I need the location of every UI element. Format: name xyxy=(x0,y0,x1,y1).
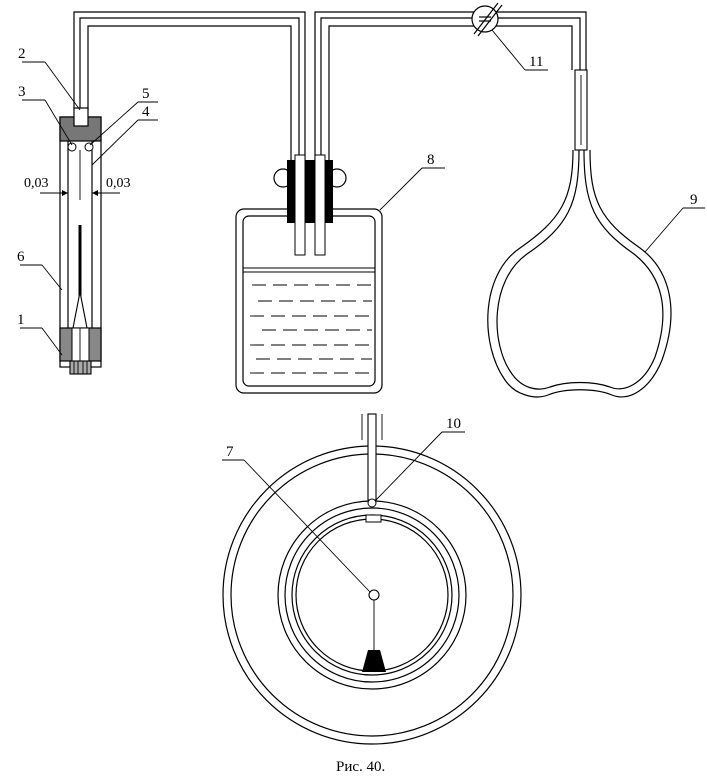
dimension-left: 0,03 xyxy=(24,176,49,191)
leader-lines xyxy=(20,29,705,593)
label-4: 4 xyxy=(142,104,150,120)
flask-9 xyxy=(487,69,672,398)
figure-caption: Рис. 40. xyxy=(336,759,385,775)
connecting-tubing xyxy=(73,11,587,160)
label-8: 8 xyxy=(427,152,435,168)
label-1: 1 xyxy=(17,312,25,328)
label-5: 5 xyxy=(142,86,150,102)
label-3: 3 xyxy=(18,84,26,100)
label-2: 2 xyxy=(18,46,26,62)
sample-cell xyxy=(40,107,120,375)
label-9: 9 xyxy=(690,192,698,208)
label-10: 10 xyxy=(446,416,461,432)
stopcock-11 xyxy=(471,2,503,37)
bottle-8 xyxy=(235,154,383,394)
dimension-right: 0,03 xyxy=(106,176,131,191)
label-7: 7 xyxy=(226,444,234,460)
liquid-dashes xyxy=(250,284,372,374)
label-6: 6 xyxy=(17,249,25,265)
torsion-dial xyxy=(222,413,522,745)
label-11: 11 xyxy=(529,54,543,70)
